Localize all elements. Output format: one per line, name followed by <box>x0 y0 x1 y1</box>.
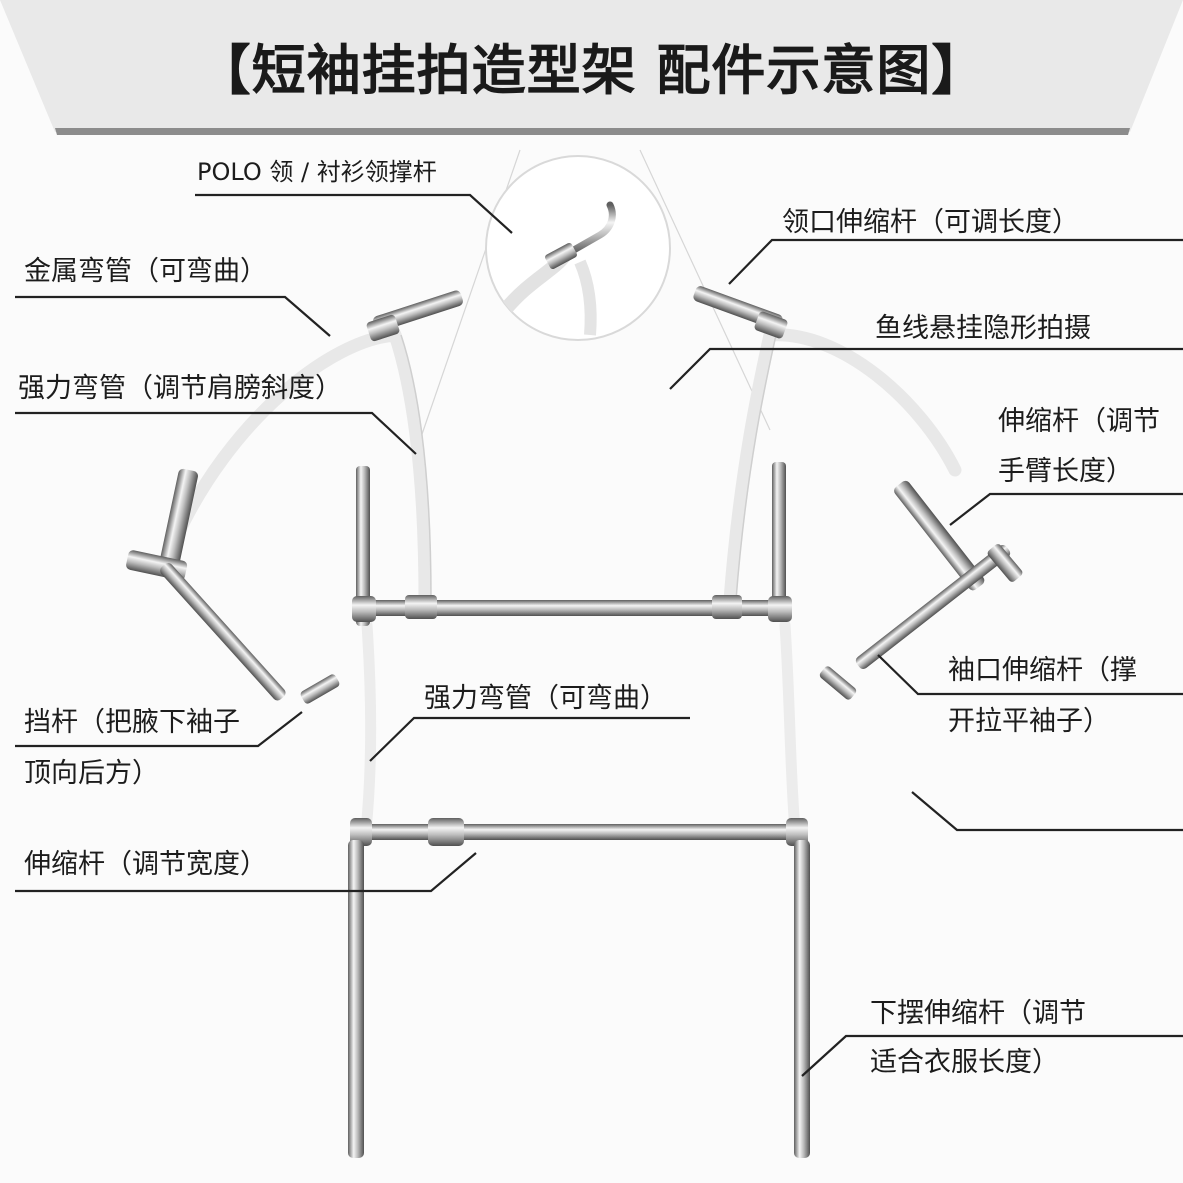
label-metal-bend-pipe: 金属弯管（可弯曲） <box>24 256 267 287</box>
label-arm-telescopic-2: 手臂长度） <box>998 456 1133 487</box>
label-strong-bend-flex: 强力弯管（可弯曲） <box>424 683 667 714</box>
collar-rod-left <box>366 290 463 342</box>
right-hem-leg <box>794 840 810 1158</box>
shoulder-crossbar <box>352 595 792 622</box>
right-post <box>772 462 786 622</box>
collar-inset <box>485 155 671 341</box>
label-collar-telescopic: 领口伸缩杆（可调长度） <box>782 207 1079 238</box>
label-strong-bend-shoulder: 强力弯管（调节肩膀斜度） <box>18 373 342 404</box>
label-width-telescopic: 伸缩杆（调节宽度） <box>24 849 267 880</box>
label-hem-telescopic-1: 下摆伸缩杆（调节 <box>870 998 1086 1029</box>
label-polo-collar: POLO 领 / 衬衫领撑杆 <box>197 158 437 186</box>
label-stopper-1: 挡杆（把腋下袖子 <box>24 707 240 738</box>
label-fishing-line: 鱼线悬挂隐形拍摄 <box>875 313 1091 344</box>
label-cuff-telescopic-2: 开拉平袖子） <box>948 706 1110 737</box>
left-sleeve-rod <box>160 562 340 704</box>
width-crossbar <box>350 818 808 846</box>
label-cuff-telescopic-1: 袖口伸缩杆（撑 <box>948 655 1137 686</box>
left-post <box>356 466 370 626</box>
label-stopper-2: 顶向后方） <box>24 758 159 789</box>
right-arm-assembly <box>819 480 1023 700</box>
label-hem-telescopic-2: 适合衣服长度） <box>870 1047 1059 1078</box>
header-band <box>0 0 1183 135</box>
body-bend-pipes <box>360 619 801 836</box>
leader-lines <box>15 193 1183 1077</box>
left-hem-leg <box>348 840 364 1158</box>
label-arm-telescopic-1: 伸缩杆（调节 <box>998 406 1160 437</box>
collar-rod-right <box>693 286 788 339</box>
left-arm-assembly <box>126 468 198 581</box>
page-title: 【短袖挂拍造型架 配件示意图】 <box>196 39 987 102</box>
shoulder-bend-pipes <box>168 328 962 607</box>
